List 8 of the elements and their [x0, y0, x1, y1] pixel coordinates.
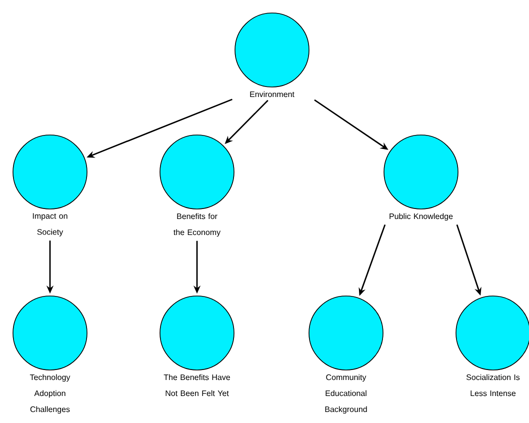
- node-label: Environment: [250, 91, 294, 98]
- node-label: Public Knowledge: [390, 213, 453, 221]
- node-label: Community Educational Background: [325, 374, 367, 414]
- node-label: Socialization Is Less Intense: [466, 374, 520, 396]
- node-label: The Benefits Have Not Been Felt Yet: [164, 374, 230, 396]
- node-label: Benefits for the Economy: [174, 213, 221, 237]
- node-label: Technology Adoption Challenges: [30, 374, 70, 414]
- node-label: Impact on Society: [32, 213, 68, 236]
